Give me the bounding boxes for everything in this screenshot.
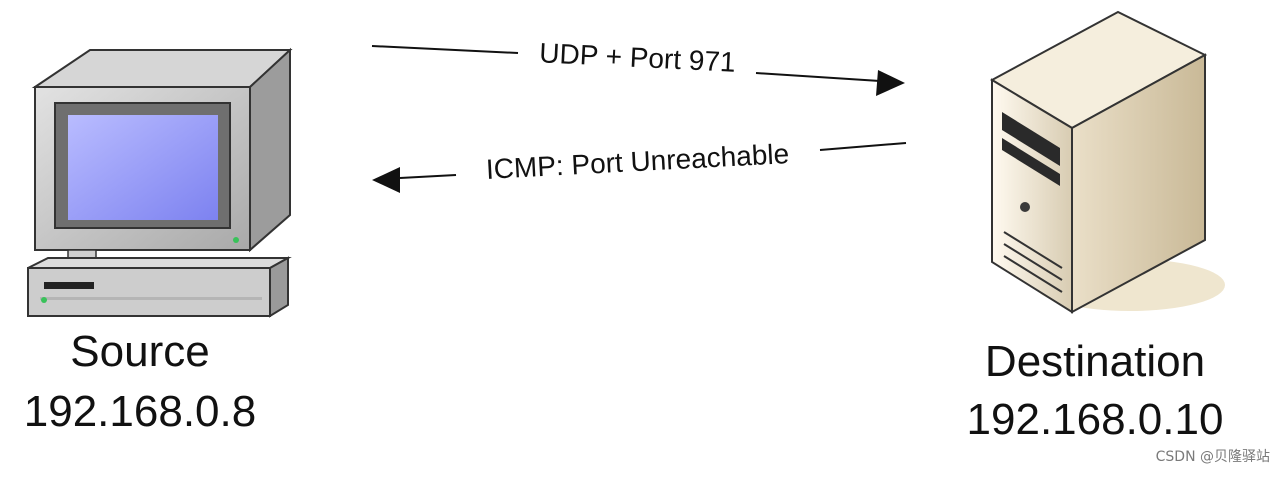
source-ip: 192.168.0.8	[23, 387, 257, 436]
udp-request-label: UDP + Port 971	[539, 37, 737, 78]
source-name: Source	[70, 327, 210, 376]
udp-request-arrow: UDP + Port 971	[371, 37, 905, 96]
tower-server-icon	[989, 10, 1225, 314]
icmp-response-arrow: ICMP: Port Unreachable	[372, 138, 907, 193]
destination-name: Destination	[984, 337, 1206, 386]
watermark-text: CSDN @贝隆驿站	[1155, 449, 1270, 465]
destination-ip: 192.168.0.10	[966, 395, 1224, 444]
desktop-computer-icon	[27, 47, 293, 318]
icmp-response-label: ICMP: Port Unreachable	[485, 138, 790, 185]
